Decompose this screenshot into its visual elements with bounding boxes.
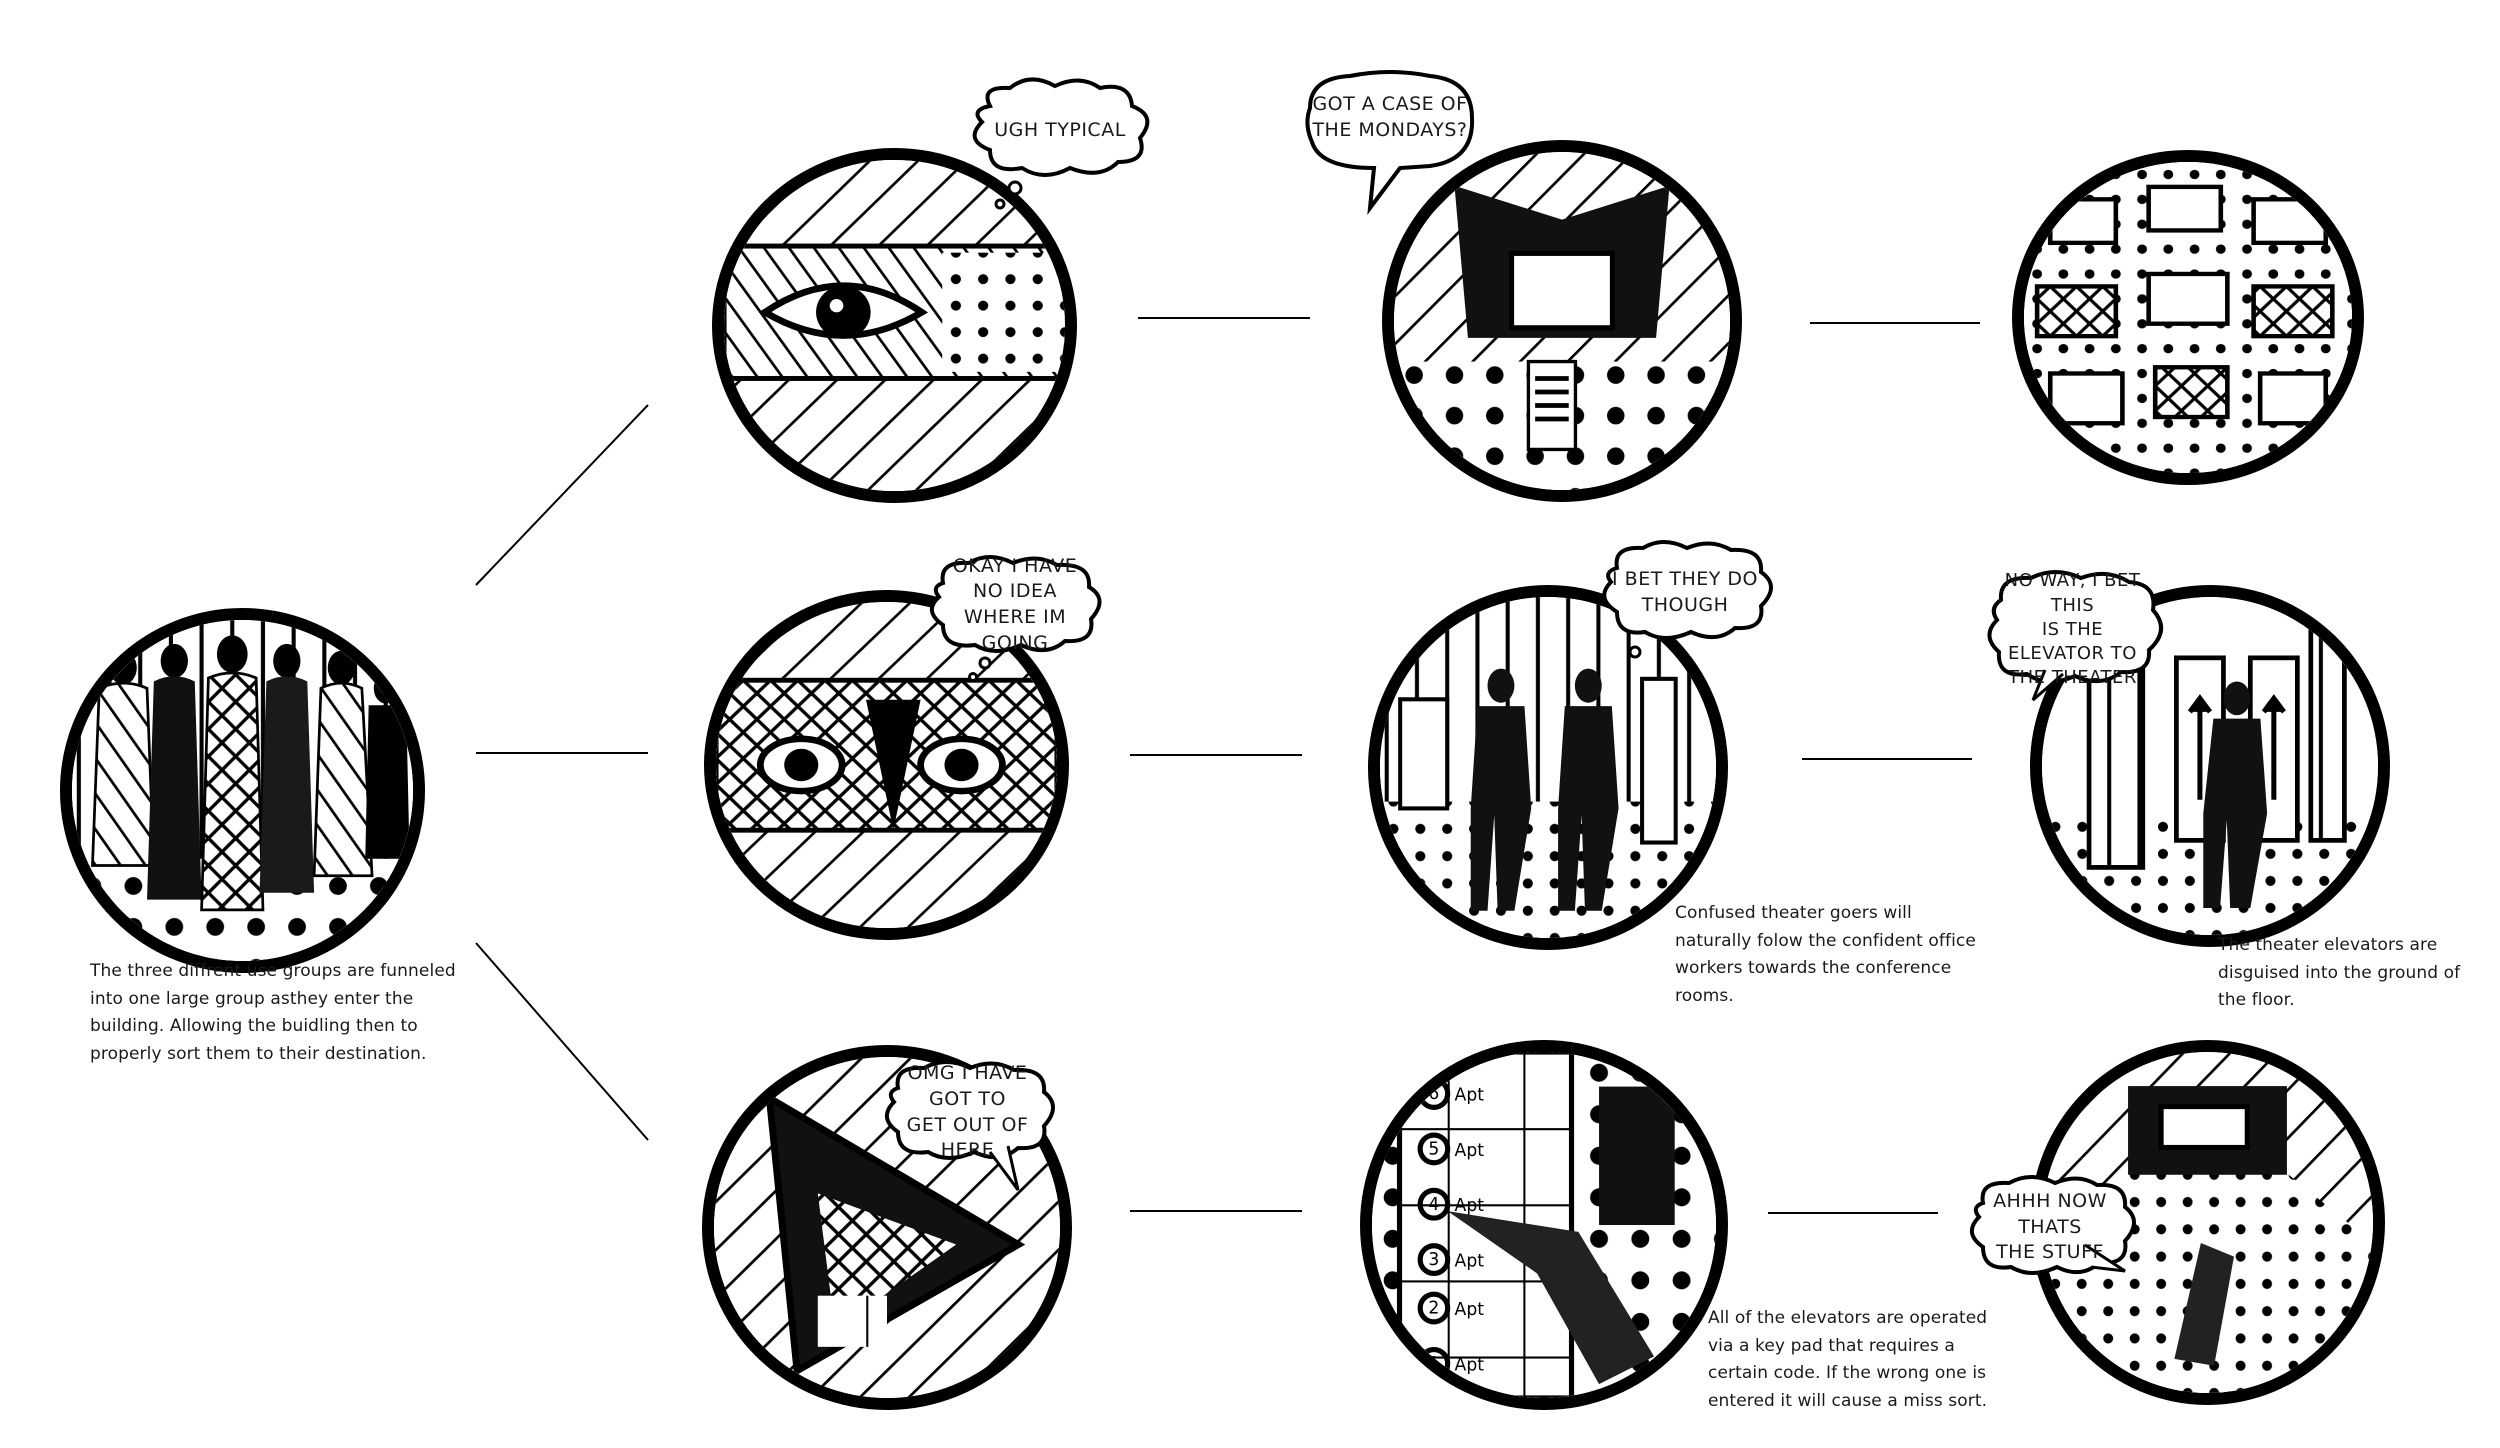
bubble-text: UGH TYPICAL <box>994 119 1126 142</box>
panel-cubicles <box>2012 150 2364 485</box>
panel-eye-typical <box>712 148 1077 503</box>
keypad-key-suffix: Apt <box>1455 1196 1485 1216</box>
keypad-key-label: 2 <box>1428 1299 1439 1319</box>
panel-office-mondays <box>1382 140 1742 502</box>
bubble-no-idea: OKAY I HAVE NO IDEA WHERE IM GOING <box>925 554 1105 682</box>
bubble-text: OKAY I HAVE NO IDEA WHERE IM GOING <box>952 554 1078 654</box>
bubble-text: I BET THEY DO THOUGH <box>1612 567 1758 616</box>
bubble-text: AHHH NOW THATS THE STUFF <box>1993 1190 2107 1264</box>
keypad-key-label: 5 <box>1428 1139 1439 1159</box>
caption-entry: The three diffrent use groups are funnel… <box>90 961 456 1064</box>
panel-crowd-entry <box>60 608 425 973</box>
bubble-ahhh-stuff: AHHH NOW THATS THE STUFF <box>1965 1175 2136 1280</box>
keypad-key-label: 3 <box>1428 1250 1439 1270</box>
caption-follow: Confused theater goers will naturally fo… <box>1675 903 1976 1006</box>
caption-disguised: The theater elevators are disguised into… <box>2218 935 2461 1011</box>
bubble-text: OMG I HAVE GOT TO GET OUT OF HERE <box>906 1062 1029 1162</box>
keypad-key-label: 4 <box>1428 1195 1439 1215</box>
caption-keypad: All of the elevators are operated via a … <box>1708 1308 1988 1411</box>
connector-entry-bottom <box>475 942 649 1141</box>
bubble-text: GOT A CASE OF THE MONDAYS? <box>1312 93 1468 141</box>
bubble-case-of-mondays: GOT A CASE OF THE MONDAYS? <box>1290 68 1490 215</box>
keypad-key-suffix: Apt <box>1455 1141 1485 1161</box>
keypad-key-suffix: Apt <box>1455 1355 1485 1375</box>
bubble-ugh-typical: UGH TYPICAL <box>960 76 1160 210</box>
keypad-key-suffix: Apt <box>1455 1085 1485 1105</box>
bubble-bet-they-do: I BET THEY DO THOUGH <box>1595 540 1775 659</box>
keypad-key-suffix: Apt <box>1455 1251 1485 1271</box>
bubble-no-way-elevator: NO WAY, I BET THIS IS THE ELEVATOR TO TH… <box>1985 570 2163 702</box>
bubble-omg-get-out: OMG I HAVE GOT TO GET OUT OF HERE <box>880 1060 1055 1191</box>
panel-following-workers <box>1368 585 1728 950</box>
connector-entry-top <box>475 404 649 586</box>
keypad-key-label: 1 <box>1428 1354 1439 1374</box>
keypad-key-label: 6 <box>1428 1084 1439 1104</box>
bubble-text: NO WAY, I BET THIS IS THE ELEVATOR TO TH… <box>2004 570 2141 689</box>
keypad-key-suffix: Apt <box>1455 1300 1485 1320</box>
